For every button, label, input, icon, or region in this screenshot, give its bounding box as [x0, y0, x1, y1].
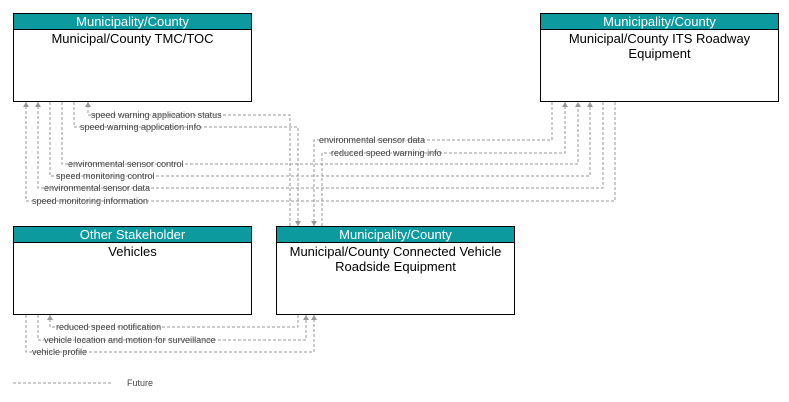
arrow-head	[35, 102, 41, 107]
its-title: Municipal/County ITS Roadway Equipment	[568, 31, 751, 61]
arrow-head	[575, 102, 581, 107]
flow-label-speed-monitoring-information: speed monitoring information	[32, 196, 148, 206]
tmc-box[interactable]: Municipality/County Municipal/County TMC…	[13, 13, 252, 102]
arrow-head	[303, 315, 309, 320]
its-box[interactable]: Municipality/County Municipal/County ITS…	[540, 13, 779, 102]
flow-label-vehicle-profile: vehicle profile	[32, 347, 87, 357]
flow-line-reduced-speed-notification	[49, 315, 299, 328]
arrow-head	[47, 315, 53, 320]
cvre-header: Municipality/County	[277, 227, 514, 243]
flow-line-speed-monitoring-control	[49, 102, 591, 177]
flow-label-vehicle-location-and-motion: vehicle location and motion for surveill…	[44, 335, 216, 345]
legend-future-label: Future	[127, 378, 153, 388]
cvre-box[interactable]: Municipality/County Municipal/County Con…	[276, 226, 515, 315]
flow-label-speed-warning-application-info: speed warning application info	[80, 122, 201, 132]
flow-line-reduced-speed-warning-info	[321, 102, 566, 226]
flow-label-environmental-sensor-data-tmc: environmental sensor data	[44, 183, 150, 193]
flow-line-vehicle-profile	[25, 315, 315, 353]
flow-label-reduced-speed-notification: reduced speed notification	[56, 322, 161, 332]
tmc-header: Municipality/County	[14, 14, 251, 30]
flow-label-speed-warning-application-status: speed warning application status	[91, 110, 222, 120]
vehicles-header: Other Stakeholder	[14, 227, 251, 243]
vehicles-title: Vehicles	[108, 244, 157, 259]
vehicles-box[interactable]: Other Stakeholder Vehicles	[13, 226, 252, 315]
arrow-head	[311, 221, 317, 226]
arrow-head	[295, 221, 301, 226]
cvre-title: Municipal/County Connected Vehicle Roads…	[289, 244, 502, 274]
flow-line-environmental-sensor-data-its	[313, 102, 553, 226]
arrow-head	[311, 315, 317, 320]
flow-label-environmental-sensor-data-its: environmental sensor data	[319, 135, 425, 145]
flow-line-speed-warning-application-status	[87, 102, 291, 226]
arrow-head	[85, 102, 91, 107]
tmc-title: Municipal/County TMC/TOC	[51, 31, 214, 46]
flow-label-reduced-speed-warning-info: reduced speed warning info	[331, 148, 442, 158]
flow-label-environmental-sensor-control: environmental sensor control	[68, 159, 184, 169]
flow-line-environmental-sensor-data-tmc	[37, 102, 604, 189]
arrow-head	[587, 102, 593, 107]
its-header: Municipality/County	[541, 14, 778, 30]
flow-label-speed-monitoring-control: speed monitoring control	[56, 171, 155, 181]
flow-line-speed-monitoring-information	[25, 102, 616, 202]
flow-line-speed-warning-application-info	[73, 102, 299, 226]
arrow-head	[23, 102, 29, 107]
flow-line-vehicle-location-and-motion	[37, 315, 307, 341]
flow-line-environmental-sensor-control	[61, 102, 579, 165]
arrow-head	[562, 102, 568, 107]
